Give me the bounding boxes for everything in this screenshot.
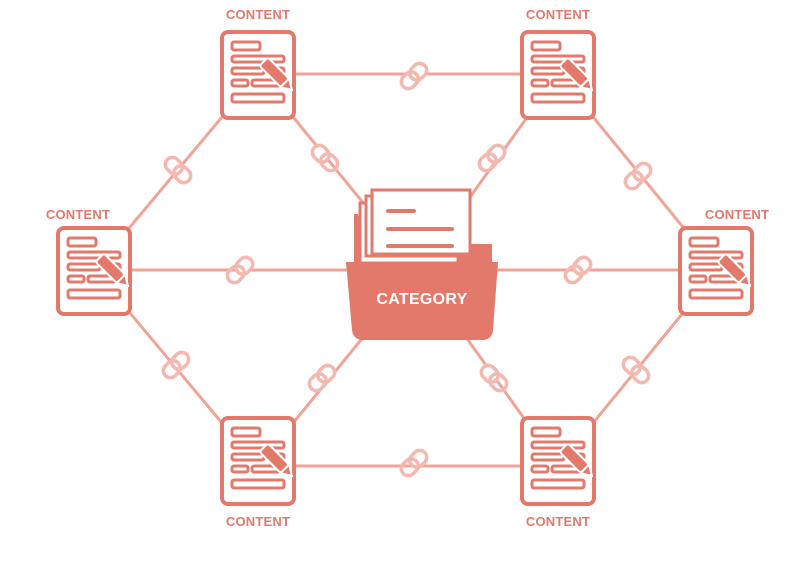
content-node-mid-right: CONTENT: [678, 207, 769, 316]
content-node-top-right: CONTENT: [520, 7, 599, 120]
link-chain-icon: [222, 252, 258, 288]
document-edit-icon: [678, 226, 757, 316]
category-label: CATEGORY: [376, 291, 467, 308]
content-label: CONTENT: [526, 7, 590, 22]
document-edit-icon: [220, 416, 299, 506]
content-node-mid-left: CONTENT: [46, 207, 135, 316]
link-chain-icon: [560, 252, 596, 288]
document-edit-icon: [56, 226, 135, 316]
content-node-bottom-right: CONTENT: [520, 416, 599, 529]
category-folder: CATEGORY: [346, 188, 498, 340]
link-chain-icon: [476, 360, 512, 396]
content-label: CONTENT: [705, 207, 769, 222]
link-chain-icon: [304, 360, 340, 396]
content-label: CONTENT: [226, 514, 290, 529]
content-label: CONTENT: [526, 514, 590, 529]
content-label: CONTENT: [226, 7, 290, 22]
document-edit-icon: [520, 30, 599, 120]
link-chain-icon: [474, 140, 510, 176]
content-node-bottom-left: CONTENT: [220, 416, 299, 529]
document-edit-icon: [520, 416, 599, 506]
content-label: CONTENT: [46, 207, 110, 222]
link-chain-icon: [396, 58, 432, 94]
link-chain-icon: [396, 445, 432, 481]
content-node-top-left: CONTENT: [220, 7, 299, 120]
link-chain-icon: [307, 140, 343, 176]
folder-icon: [346, 188, 498, 340]
document-edit-icon: [220, 30, 299, 120]
